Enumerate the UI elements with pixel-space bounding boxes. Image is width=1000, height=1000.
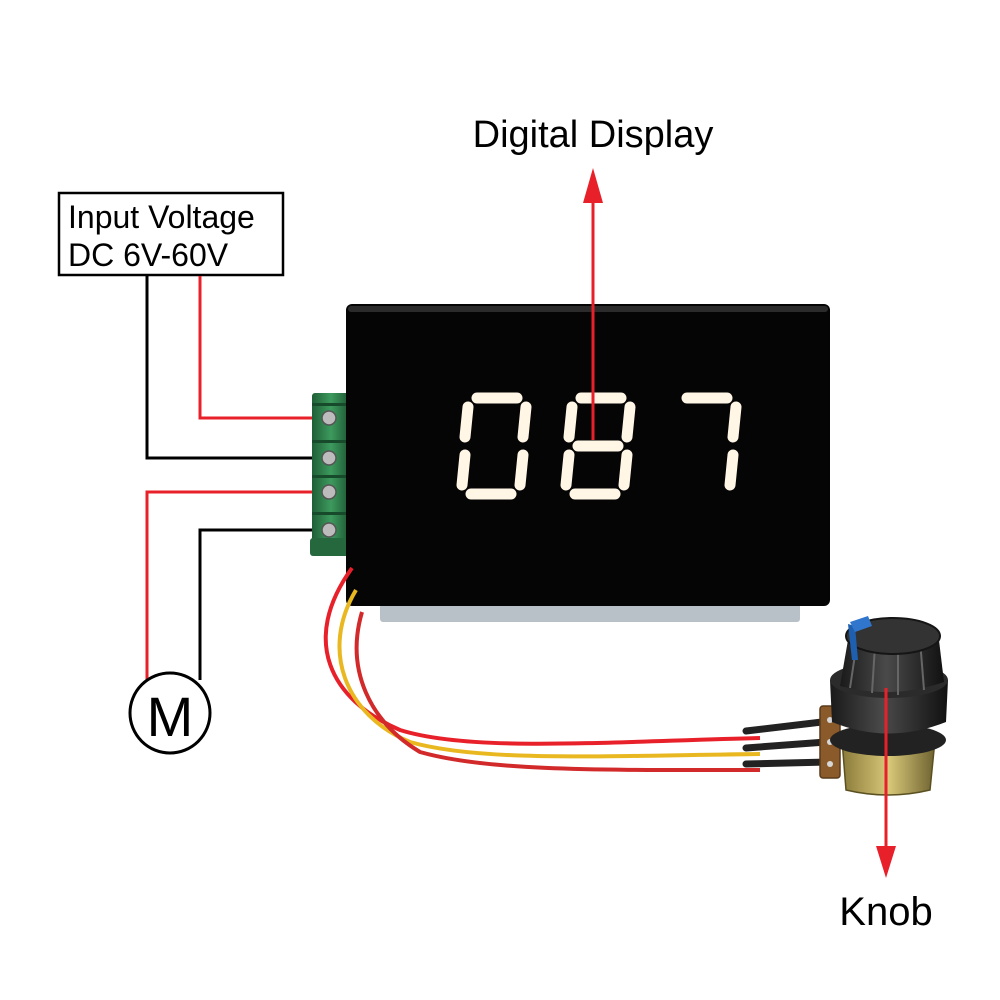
display-panel <box>346 304 830 606</box>
segment-e <box>456 449 471 491</box>
potentiometer-knob <box>819 616 948 796</box>
input-voltage-box <box>57 191 285 277</box>
display-module <box>346 304 830 622</box>
segment-c <box>724 449 739 491</box>
segment-b <box>621 401 636 443</box>
segment-c <box>514 449 529 491</box>
input-voltage-label: Input Voltage <box>68 199 255 235</box>
knob-label: Knob <box>839 890 932 934</box>
input-voltage-range: DC 6V-60V <box>68 237 229 273</box>
segment-f <box>563 401 578 443</box>
display-arrowhead <box>583 168 603 203</box>
knob-arrowhead <box>876 846 896 878</box>
motor-positive-wire <box>145 490 322 680</box>
seven-segment-readout <box>456 392 742 500</box>
terminal-block <box>310 393 352 556</box>
segment-f <box>459 401 474 443</box>
potentiometer-cable <box>323 566 832 773</box>
input-negative-wire <box>145 276 322 460</box>
display-digit-3 <box>681 392 742 491</box>
motor-symbol: M <box>128 671 212 755</box>
motor-negative-wire <box>198 528 322 680</box>
segment-e <box>560 449 575 491</box>
segment-c <box>618 449 633 491</box>
segment-b <box>727 401 742 443</box>
display-digit-1 <box>456 392 532 500</box>
motor-label: M <box>147 685 194 748</box>
segment-b <box>517 401 532 443</box>
display-digit-2 <box>560 392 636 500</box>
input-positive-wire <box>198 276 322 420</box>
digital-display-label: Digital Display <box>473 114 714 156</box>
